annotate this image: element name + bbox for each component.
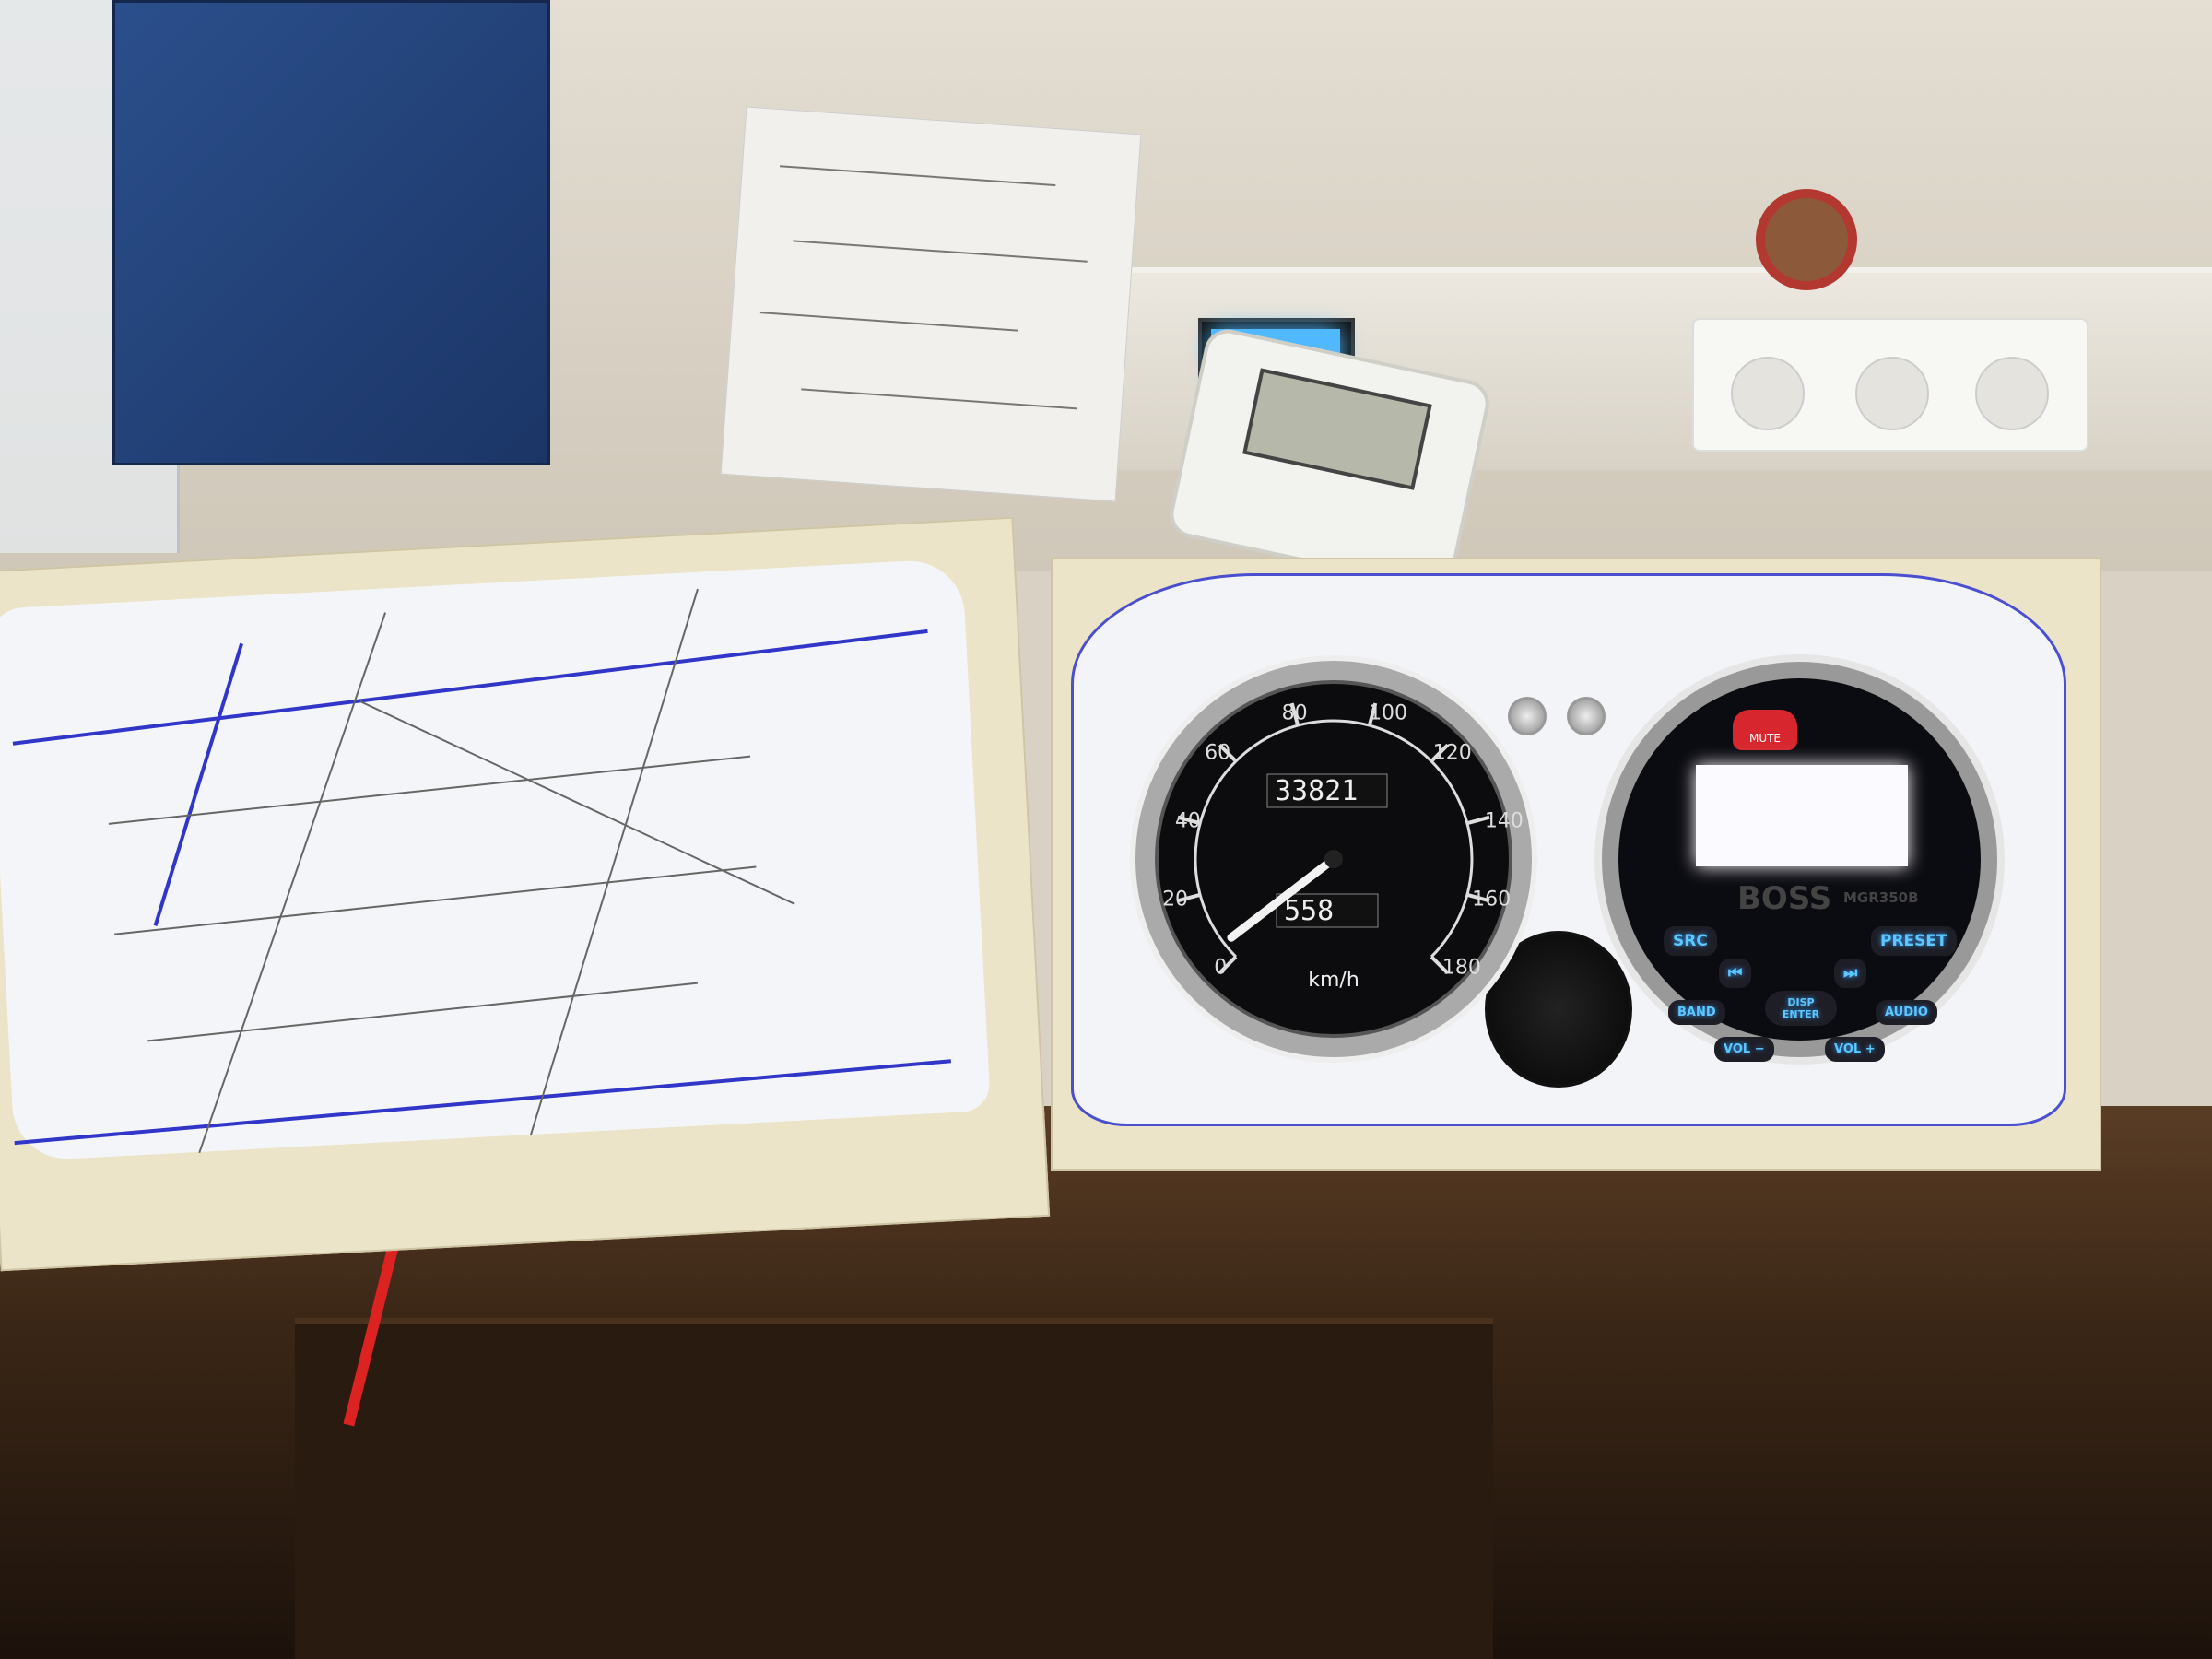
tick-mark xyxy=(1367,702,1378,726)
vol-down-button[interactable]: VOL − xyxy=(1714,1037,1774,1062)
unit-label: km/h xyxy=(1308,969,1359,992)
tick-label: 100 xyxy=(1369,702,1407,725)
prev-button[interactable]: ⏮ xyxy=(1719,959,1752,988)
schematic-paper xyxy=(720,106,1142,502)
tick-label: 60 xyxy=(1205,741,1230,764)
disp-enter-button[interactable]: DISP ENTER xyxy=(1765,991,1837,1026)
tick-label: 40 xyxy=(1175,809,1201,832)
power-socket xyxy=(1731,357,1805,430)
tick-mark xyxy=(1430,743,1450,763)
tick-mark xyxy=(1177,892,1201,903)
tick-mark xyxy=(1466,815,1490,826)
odometer-window xyxy=(1266,773,1388,808)
band-button[interactable]: BAND xyxy=(1668,1000,1725,1025)
template-paper xyxy=(0,558,992,1162)
src-button[interactable]: SRC xyxy=(1664,926,1717,956)
template-board-left xyxy=(0,516,1051,1272)
tick-label: 0 xyxy=(1214,957,1227,980)
trip-meter: 558 xyxy=(1284,895,1334,927)
power-strip xyxy=(1692,318,2088,452)
needle-hub xyxy=(1324,850,1343,868)
tick-mark xyxy=(1466,892,1490,903)
vol-up-button[interactable]: VOL + xyxy=(1825,1037,1885,1062)
power-socket xyxy=(1975,357,2049,430)
toggle-switch[interactable] xyxy=(1508,697,1547,735)
model-label: MGR350B xyxy=(1843,889,1919,906)
tick-mark xyxy=(1218,955,1238,975)
needle xyxy=(1227,854,1338,942)
trip-window xyxy=(1276,893,1379,928)
solder-spool xyxy=(1756,189,1857,290)
next-button[interactable]: ⏭ xyxy=(1834,959,1867,988)
blue-cabinet xyxy=(112,0,550,465)
speedometer: 0 20 40 60 80 100 120 140 160 180 33821 558 km/h xyxy=(1130,655,1537,1063)
tick-label: 80 xyxy=(1282,702,1308,725)
preset-button[interactable]: PRESET xyxy=(1871,926,1957,956)
tick-mark xyxy=(1177,815,1201,826)
power-socket xyxy=(1855,357,1929,430)
audio-button[interactable]: AUDIO xyxy=(1876,1000,1937,1025)
odometer: 33821 xyxy=(1275,775,1358,807)
tick-mark xyxy=(1430,955,1450,975)
brand-logo: BOSS xyxy=(1737,880,1832,917)
marine-radio: MUTE BOSS MGR350B SRC PRESET ⏮ ⏭ DISP EN… xyxy=(1594,654,2005,1065)
tick-label: 140 xyxy=(1485,809,1524,832)
multimeter-display xyxy=(1242,368,1432,490)
lcd-display xyxy=(1696,765,1908,866)
tick-mark xyxy=(1289,702,1300,726)
tick-label: 20 xyxy=(1162,888,1188,912)
tick-mark xyxy=(1218,743,1238,763)
toggle-switch[interactable] xyxy=(1567,697,1606,735)
tick-label: 180 xyxy=(1442,957,1481,980)
tick-label: 160 xyxy=(1472,888,1511,912)
tick-label: 120 xyxy=(1433,741,1472,764)
scale-arc xyxy=(1194,719,1474,959)
mute-button[interactable]: MUTE xyxy=(1733,710,1797,750)
workbench-drawer xyxy=(295,1318,1493,1659)
